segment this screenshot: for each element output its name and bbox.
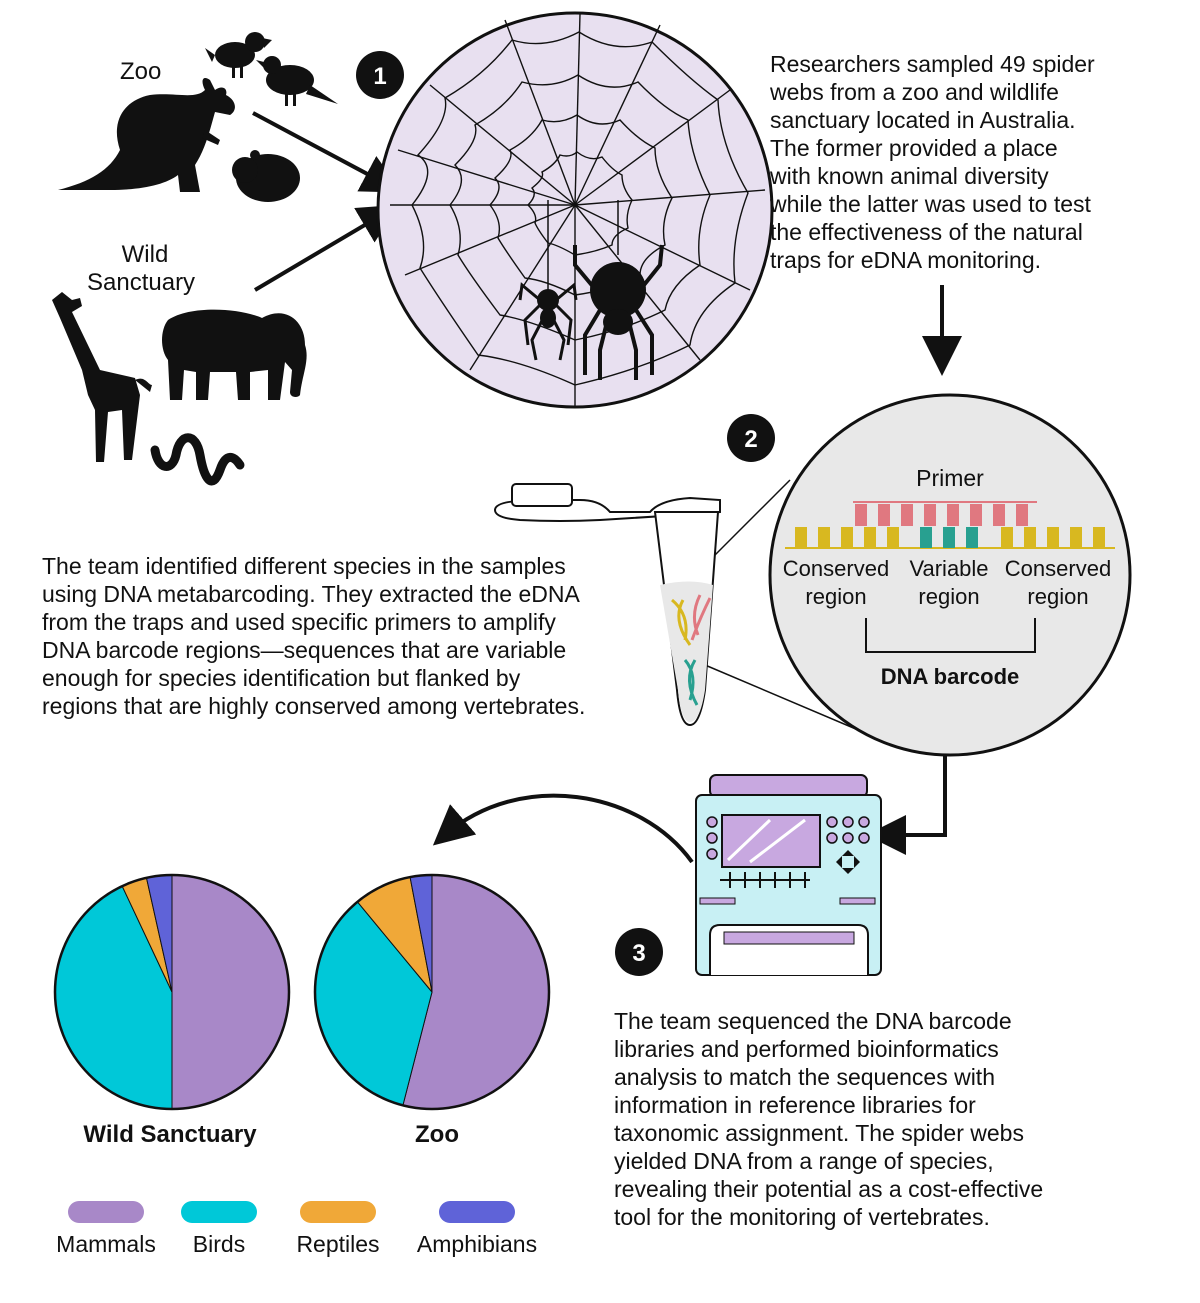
- step2-line: The team identified different species in…: [42, 553, 566, 579]
- step3-line: yielded DNA from a range of species,: [614, 1148, 994, 1174]
- snake-icon: [150, 433, 245, 486]
- pie-zoo: [313, 873, 551, 1111]
- step1-line: The former provided a place: [770, 135, 1058, 161]
- legend-label-reptiles: Reptiles: [296, 1231, 379, 1257]
- wild-label-line2: Sanctuary: [87, 269, 196, 296]
- primer-strand: [855, 504, 1028, 526]
- sample-tube-icon: [493, 483, 721, 727]
- dna-strand: [795, 527, 1105, 548]
- legend-swatch-mammals: [68, 1201, 144, 1223]
- large-spider-icon: [573, 200, 664, 380]
- spider-web: [376, 11, 774, 409]
- bird-icon: [256, 56, 338, 106]
- pie-outline: [313, 873, 551, 1111]
- zoo-animals-group: [58, 32, 338, 202]
- legend-swatch-amphibians: [439, 1201, 515, 1223]
- step3-line: The team sequenced the DNA barcode: [614, 1008, 1012, 1034]
- giraffe-icon: [52, 292, 152, 462]
- wild-animals-group: [52, 292, 307, 486]
- pie-wild-sanctuary: [53, 873, 291, 1111]
- conserved-right-line1: Conserved: [1005, 556, 1111, 581]
- step2-description: The team identified different species in…: [42, 552, 662, 720]
- variable-line2: region: [918, 584, 979, 609]
- legend-label-amphibians: Amphibians: [417, 1231, 537, 1257]
- legend-label-mammals: Mammals: [56, 1231, 156, 1257]
- small-spider-icon: [518, 200, 578, 361]
- pie-slice-mammals: [171, 874, 290, 1110]
- primer-label: Primer: [916, 465, 984, 491]
- zoo-arrow: [252, 111, 403, 193]
- step3-line: tool for the monitoring of vertebrates.: [614, 1204, 990, 1230]
- legend: Mammals Birds Reptiles Amphibians: [56, 1201, 537, 1257]
- sequencer-to-results-arrow: [432, 793, 694, 864]
- variable-line1: Variable: [909, 556, 988, 581]
- conserved-left-line2: region: [805, 584, 866, 609]
- step-1-badge: 1: [356, 51, 404, 99]
- barcode-label: DNA barcode: [881, 664, 1020, 689]
- zoo-label: Zoo: [120, 58, 162, 85]
- barcode-to-sequencer-arrow: [866, 755, 947, 855]
- guinea-pig-icon: [232, 150, 300, 202]
- zoom-circle: [768, 393, 1132, 757]
- step2-line: using DNA metabarcoding. They extracted …: [42, 581, 580, 607]
- step1-line: traps for eDNA monitoring.: [770, 247, 1042, 273]
- step3-line: analysis to match the sequences with: [614, 1064, 995, 1090]
- svg-text:3: 3: [632, 940, 645, 967]
- sanctuary-arrow: [253, 204, 399, 292]
- barcode-zoom: Primer Conserved region Variab: [699, 393, 1132, 757]
- conserved-right-line2: region: [1027, 584, 1088, 609]
- step2-line: regions that are highly conserved among …: [42, 693, 586, 719]
- pie-wild-title: Wild Sanctuary: [83, 1121, 257, 1148]
- kangaroo-icon: [58, 78, 235, 192]
- sequencer-machine-icon: [695, 774, 882, 976]
- svg-text:1: 1: [373, 63, 386, 90]
- step1-line: with known animal diversity: [770, 163, 1049, 189]
- pie-outline: [53, 873, 291, 1111]
- step3-line: information in reference libraries for: [614, 1092, 976, 1118]
- step2-line: from the traps and used specific primers…: [42, 609, 556, 635]
- legend-label-birds: Birds: [193, 1231, 245, 1257]
- step1-line: while the latter was used to test: [770, 191, 1091, 217]
- parrot-icon: [205, 32, 272, 78]
- conserved-left-line1: Conserved: [783, 556, 889, 581]
- elephant-icon: [162, 309, 307, 400]
- legend-swatch-birds: [181, 1201, 257, 1223]
- step1-line: Researchers sampled 49 spider: [770, 51, 1095, 77]
- step3-line: revealing their potential as a cost-effe…: [614, 1176, 1044, 1202]
- step1-line: sanctuary located in Australia.: [770, 107, 1076, 133]
- step3-line: taxonomic assignment. The spider webs: [614, 1120, 1024, 1146]
- pie-zoo-title: Zoo: [415, 1121, 459, 1148]
- step1-line: webs from a zoo and wildlife: [770, 79, 1059, 105]
- legend-swatch-reptiles: [300, 1201, 376, 1223]
- barcode-bracket: [865, 618, 1036, 653]
- step-2-badge: 2: [727, 414, 775, 462]
- wild-label-line1: Wild: [121, 241, 169, 268]
- step2-line: enough for species identification but fl…: [42, 665, 521, 691]
- step2-line: DNA barcode regions—sequences that are v…: [42, 637, 567, 663]
- step3-line: libraries and performed bioinformatics: [614, 1036, 999, 1062]
- step1-line: the effectiveness of the natural: [770, 219, 1083, 245]
- svg-text:2: 2: [744, 426, 757, 453]
- step-3-badge: 3: [615, 928, 663, 976]
